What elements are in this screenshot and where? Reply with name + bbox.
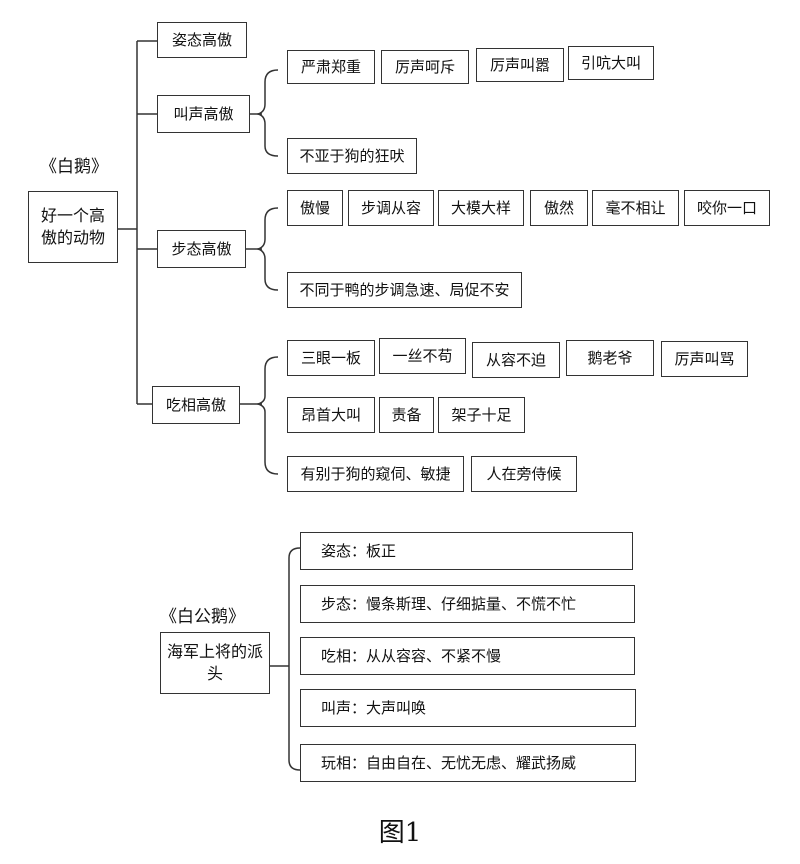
eating-trait-box: 责备 <box>379 397 434 433</box>
gait-trait-box: 大模大样 <box>438 190 524 226</box>
eating-trait-box: 从容不迫 <box>472 342 560 378</box>
eating-contrast-box: 有别于狗的窥伺、敏捷 <box>287 456 464 492</box>
gait-contrast-box: 不同于鸭的步调急速、局促不安 <box>287 272 522 308</box>
eating-trait-box: 一丝不苟 <box>379 338 466 374</box>
branch-posture-box: 姿态高傲 <box>157 22 247 58</box>
diagram2-root-box: 海军上将的派头 <box>160 632 270 694</box>
voice-trait-box: 厉声呵斥 <box>381 50 469 84</box>
eating-trait-box: 架子十足 <box>438 397 525 433</box>
diagram1-title: 《白鹅》 <box>40 157 108 177</box>
goose-trait-box: 吃相：从从容容、不紧不慢 <box>300 637 635 675</box>
gait-trait-box: 傲慢 <box>287 190 343 226</box>
branch-eating-box: 吃相高傲 <box>152 386 240 424</box>
diagram1-root-box: 好一个高傲的动物 <box>28 191 118 263</box>
voice-trait-box: 严肃郑重 <box>287 50 375 84</box>
branch-voice-box: 叫声高傲 <box>157 95 250 133</box>
gait-trait-box: 毫不相让 <box>592 190 679 226</box>
goose-trait-box: 叫声：大声叫唤 <box>300 689 636 727</box>
voice-trait-box: 引吭大叫 <box>568 46 654 80</box>
branch-gait-box: 步态高傲 <box>157 230 246 268</box>
goose-trait-box: 玩相：自由自在、无忧无虑、耀武扬威 <box>300 744 636 782</box>
diagram2-title: 《白公鹅》 <box>160 607 245 627</box>
gait-trait-box: 傲然 <box>530 190 588 226</box>
voice-contrast-box: 不亚于狗的狂吠 <box>287 138 417 174</box>
eating-trait-box: 昂首大叫 <box>287 397 375 433</box>
eating-trait-box: 厉声叫骂 <box>661 341 748 377</box>
figure-caption: 图1 <box>378 818 422 848</box>
gait-trait-box: 咬你一口 <box>684 190 770 226</box>
voice-trait-box: 厉声叫嚣 <box>476 48 564 82</box>
eating-trait-box: 三眼一板 <box>287 340 375 376</box>
goose-trait-box: 步态：慢条斯理、仔细掂量、不慌不忙 <box>300 585 635 623</box>
goose-trait-box: 姿态：板正 <box>300 532 633 570</box>
eating-contrast-box: 人在旁侍候 <box>471 456 577 492</box>
gait-trait-box: 步调从容 <box>348 190 434 226</box>
eating-trait-box: 鹅老爷 <box>566 340 654 376</box>
